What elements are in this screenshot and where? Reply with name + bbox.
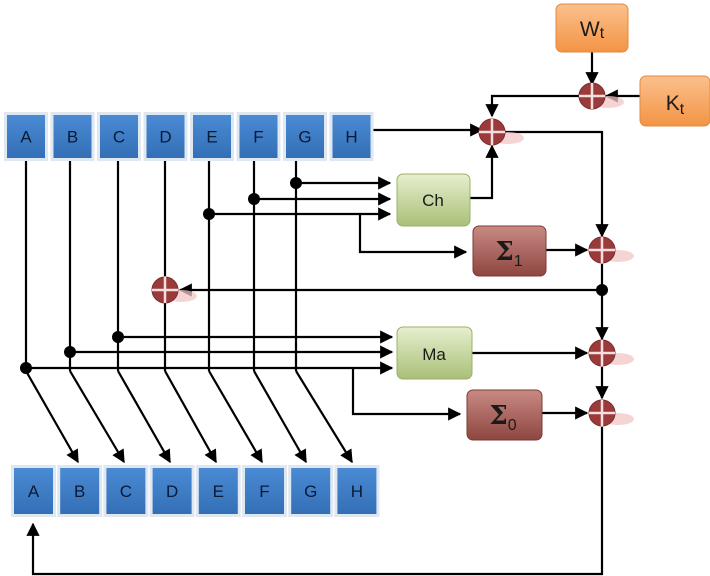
register-row-bottom: A B C D E F G H — [11, 465, 380, 517]
reg-top-cell-c: C — [97, 112, 141, 161]
kt-letter: K — [666, 92, 680, 115]
reg-bottom-cell-h: H — [334, 465, 380, 517]
reg-bottom-label-h: H — [351, 482, 363, 501]
reg-bottom-cell-c: C — [103, 465, 149, 517]
sigma0-subscript: 0 — [508, 417, 517, 434]
reg-top-label-e: E — [206, 128, 217, 147]
reg-bottom-cell-e: E — [195, 465, 241, 517]
wt-box: Wt — [555, 3, 629, 53]
kt-box: Kt — [639, 75, 710, 127]
connection-wires — [24, 52, 640, 576]
reg-bottom-label-e: E — [213, 482, 224, 501]
kt-subscript: t — [680, 101, 685, 118]
register-row-top: A B C D E F G H — [4, 112, 374, 161]
svg-text:Wt: Wt — [580, 18, 605, 42]
reg-bottom-label-b: B — [74, 482, 85, 501]
reg-top-label-a: A — [20, 128, 32, 147]
reg-top-label-h: H — [345, 128, 357, 147]
ch-label: Ch — [422, 191, 444, 210]
ch-box: Ch — [396, 173, 471, 227]
junction-dots — [20, 177, 608, 374]
reg-top-cell-d: D — [143, 112, 188, 161]
wt-letter: W — [580, 18, 600, 41]
reg-bottom-cell-g: G — [288, 465, 334, 517]
reg-bottom-label-a: A — [28, 482, 40, 501]
ma-box: Ma — [396, 326, 473, 380]
adders — [151, 82, 634, 427]
svg-text:Kt: Kt — [666, 92, 685, 118]
sigma0-symbol: Σ — [489, 401, 507, 431]
reg-top-cell-e: E — [190, 112, 234, 161]
reg-bottom-cell-b: B — [57, 465, 103, 517]
reg-bottom-cell-d: D — [149, 465, 195, 517]
adder-ma — [588, 339, 634, 367]
reg-top-cell-h: H — [329, 112, 374, 161]
reg-top-label-c: C — [113, 128, 125, 147]
svg-text:Σ1: Σ1 — [495, 237, 522, 270]
sigma1-subscript: 1 — [514, 253, 523, 270]
reg-top-cell-a: A — [4, 112, 48, 161]
sigma0-box: Σ0 — [466, 389, 543, 441]
reg-top-label-b: B — [67, 128, 78, 147]
reg-top-label-d: D — [159, 128, 171, 147]
ma-label: Ma — [422, 345, 446, 364]
reg-bottom-label-c: C — [120, 482, 132, 501]
reg-bottom-cell-a: A — [11, 465, 56, 517]
adder-d — [151, 276, 197, 304]
reg-bottom-label-g: G — [304, 482, 317, 501]
adder-sigma1 — [588, 236, 634, 264]
sigma1-box: Σ1 — [472, 225, 547, 277]
reg-top-cell-g: G — [283, 112, 327, 161]
reg-bottom-label-f: F — [259, 482, 269, 501]
svg-text:Σ0: Σ0 — [489, 401, 516, 434]
reg-top-label-f: F — [253, 128, 263, 147]
reg-top-label-g: G — [298, 128, 311, 147]
reg-bottom-cell-f: F — [242, 465, 287, 517]
adder-sigma0 — [588, 399, 634, 427]
adder-top — [478, 118, 524, 146]
sigma1-symbol: Σ — [495, 237, 513, 267]
reg-bottom-label-d: D — [166, 482, 178, 501]
reg-top-cell-f: F — [236, 112, 281, 161]
adder-k — [578, 82, 624, 110]
reg-top-cell-b: B — [50, 112, 95, 161]
wt-subscript: t — [600, 25, 605, 42]
